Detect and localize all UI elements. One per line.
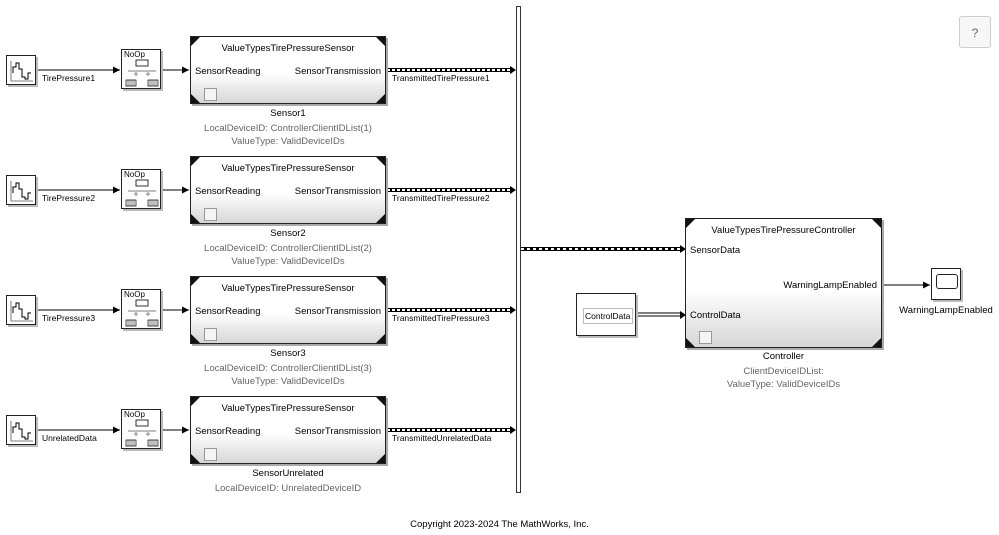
subsystem-title: ValueTypesTirePressureSensor (221, 43, 355, 54)
subsystem-title: ValueTypesTirePressureSensor (221, 163, 355, 174)
display-label: WarningLampEnabled (899, 305, 993, 316)
subsystem-title: ValueTypesTirePressureSensor (221, 403, 355, 414)
bus-arrow (510, 186, 516, 194)
noop-label: NoOp (124, 410, 145, 419)
noop-block-1[interactable]: NoOp (121, 49, 161, 89)
source-label-2: TirePressure2 (42, 193, 96, 203)
noop-icon (125, 179, 159, 207)
source-label-3: TirePressure3 (42, 313, 96, 323)
constant-label: ControlData (585, 311, 631, 321)
source-label-4: UnrelatedData (42, 433, 97, 443)
constant-icon (583, 308, 633, 324)
subsystem-link-icon (699, 331, 712, 344)
in-port-label: SensorReading (195, 66, 261, 77)
subsystem-link-icon (204, 88, 217, 101)
controller-title: ValueTypesTirePressureController (711, 225, 856, 236)
block-name-3: Sensor3 (270, 348, 306, 359)
controller-param-client-list: ClientDeviceIDList: (743, 366, 824, 377)
signal-label-1: TransmittedTirePressure1 (392, 73, 490, 83)
bus-arrow (510, 306, 516, 314)
warning-lamp-display-block[interactable] (931, 268, 961, 300)
controller-subsystem[interactable]: ValueTypesTirePressureController SensorD… (685, 218, 882, 348)
noop-label: NoOp (124, 170, 145, 179)
sensor-subsystem-1[interactable]: ValueTypesTirePressureSensor SensorReadi… (190, 36, 386, 104)
noop-block-4[interactable]: NoOp (121, 409, 161, 449)
copyright-text: Copyright 2023-2024 The MathWorks, Inc. (410, 519, 589, 530)
subsystem-link-icon (204, 208, 217, 221)
noop-icon (125, 59, 159, 87)
signal-source-block-1[interactable] (6, 55, 36, 85)
in-port-label: SensorReading (195, 306, 261, 317)
sensor-subsystem-3[interactable]: ValueTypesTirePressureSensor SensorReadi… (190, 276, 386, 344)
signal-source-block-3[interactable] (6, 295, 36, 325)
sensor-subsystem-2[interactable]: ValueTypesTirePressureSensor SensorReadi… (190, 156, 386, 224)
out-port-label: SensorTransmission (294, 66, 381, 77)
out-port-label: SensorTransmission (294, 186, 381, 197)
sensor-subsystem-4[interactable]: ValueTypesTirePressureSensor SensorReadi… (190, 396, 386, 464)
in-port-label: SensorReading (195, 186, 261, 197)
control-data-port-label: ControlData (690, 310, 741, 321)
block-name-1: Sensor1 (270, 108, 306, 119)
signal-source-block-2[interactable] (6, 175, 36, 205)
signal-label-3: TransmittedTirePressure3 (392, 313, 490, 323)
waveform-icon (10, 61, 33, 82)
out-port-label: SensorTransmission (294, 306, 381, 317)
noop-label: NoOp (124, 50, 145, 59)
subsystem-link-icon (204, 328, 217, 341)
noop-label: NoOp (124, 290, 145, 299)
noop-block-2[interactable]: NoOp (121, 169, 161, 209)
warning-lamp-port-label: WarningLampEnabled (783, 280, 877, 291)
controller-param-value-type: ValueType: ValidDeviceIDs (726, 379, 841, 390)
sensor-data-port-label: SensorData (690, 245, 741, 256)
noop-block-3[interactable]: NoOp (121, 289, 161, 329)
display-icon (936, 274, 958, 289)
waveform-icon (10, 301, 33, 322)
param-value-type-3: ValueType: ValidDeviceIDs (231, 376, 345, 387)
param-value-type-1: ValueType: ValidDeviceIDs (231, 136, 345, 147)
block-name-2: Sensor2 (270, 228, 306, 239)
help-button[interactable]: ? (959, 16, 991, 48)
param-local-device-id-3: LocalDeviceID: ControllerClientIDList(3) (204, 363, 372, 374)
bus-arrow (510, 426, 516, 434)
signal-label-4: TransmittedUnrelatedData (392, 433, 492, 443)
waveform-icon (10, 421, 33, 442)
bus-creator-block[interactable] (516, 6, 521, 493)
waveform-icon (10, 181, 33, 202)
bus-arrow (510, 66, 516, 74)
noop-icon (125, 299, 159, 327)
in-port-label: SensorReading (195, 426, 261, 437)
signal-label-2: TransmittedTirePressure2 (392, 193, 490, 203)
controller-block-name: Controller (762, 351, 805, 362)
signal-source-block-4[interactable] (6, 415, 36, 445)
noop-icon (125, 419, 159, 447)
block-name-4: SensorUnrelated (252, 468, 324, 479)
param-local-device-id-1: LocalDeviceID: ControllerClientIDList(1) (204, 123, 372, 134)
subsystem-link-icon (204, 448, 217, 461)
param-value-type-2: ValueType: ValidDeviceIDs (231, 256, 345, 267)
param-local-device-id-2: LocalDeviceID: ControllerClientIDList(2) (204, 243, 372, 254)
out-port-label: SensorTransmission (294, 426, 381, 437)
param-local-device-id-4: LocalDeviceID: UnrelatedDeviceID (214, 483, 362, 494)
source-label-1: TirePressure1 (42, 73, 96, 83)
subsystem-title: ValueTypesTirePressureSensor (221, 283, 355, 294)
control-data-constant-block[interactable]: ControlData (576, 293, 636, 336)
